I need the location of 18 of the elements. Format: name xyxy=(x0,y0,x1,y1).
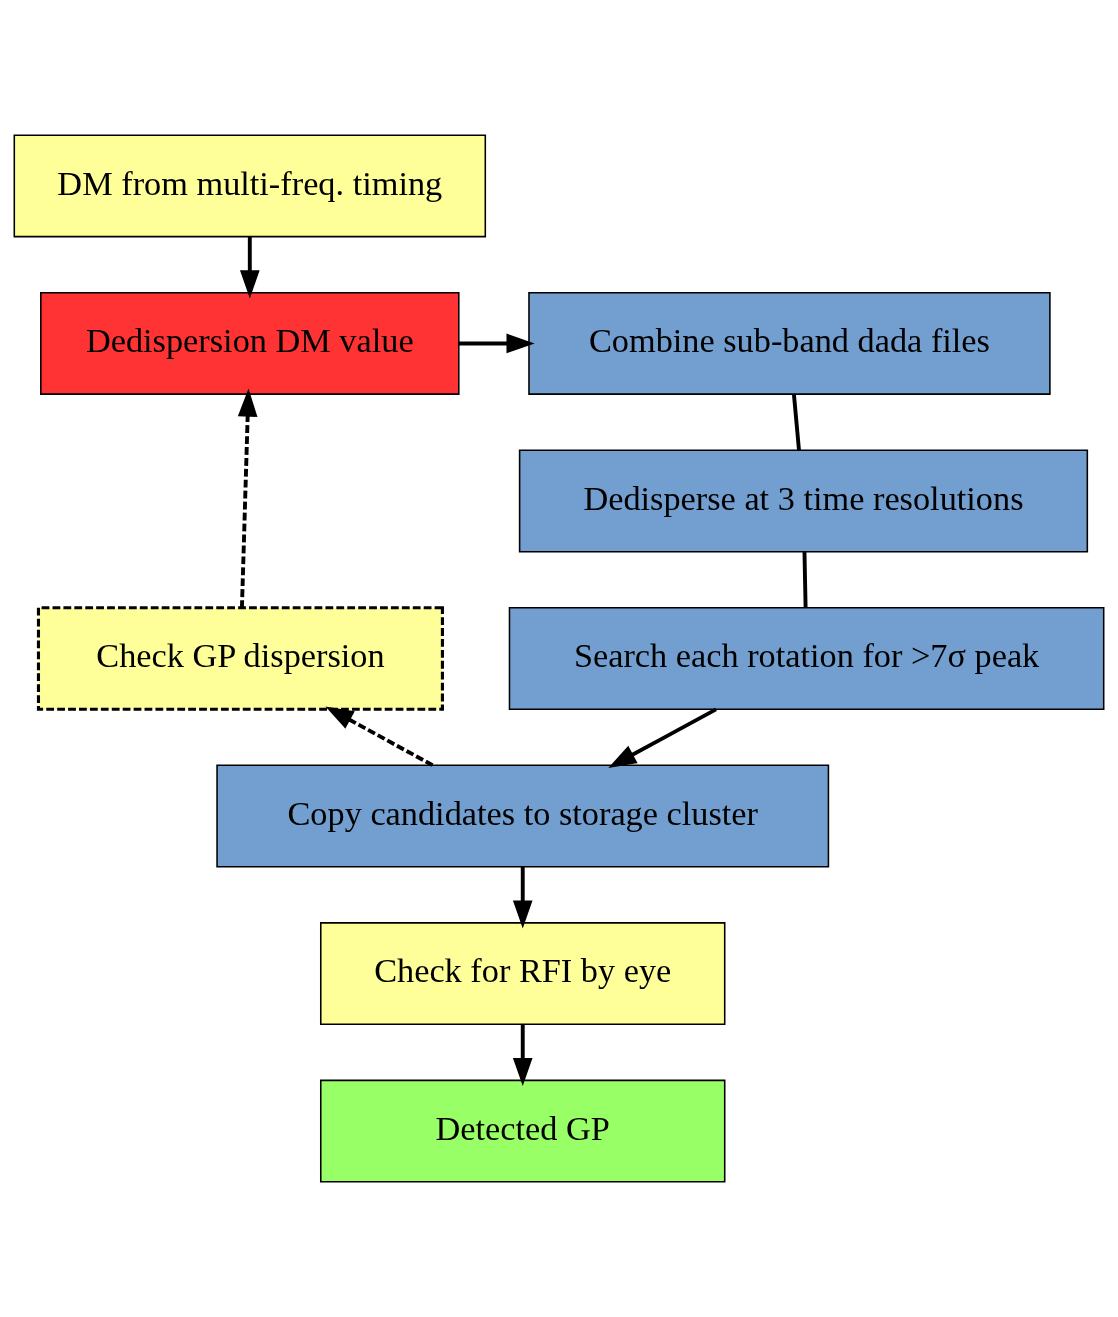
node-box: Check GP dispersion xyxy=(36,606,444,711)
arrow xyxy=(512,1024,533,1087)
arrow xyxy=(459,333,535,354)
arrow xyxy=(608,707,717,768)
node-box: Search each rotation for >7σ peak xyxy=(508,607,1105,710)
node-box: Check for RFI by eye xyxy=(320,922,726,1025)
node-box: Dedispersion DM value xyxy=(40,292,460,395)
node-box: Detected GP xyxy=(320,1079,726,1183)
arrow xyxy=(325,706,434,767)
arrow xyxy=(237,388,258,608)
node-box: Dedisperse at 3 time resolutions xyxy=(518,449,1089,553)
node-box: DM from multi-freq. timing xyxy=(13,134,487,238)
arrow xyxy=(512,866,533,929)
connector xyxy=(791,394,801,451)
connector xyxy=(802,551,808,608)
node-box: Combine sub-band dada files xyxy=(528,292,1051,395)
arrow xyxy=(239,236,260,299)
node-box: Copy candidates to storage cluster xyxy=(216,764,830,868)
